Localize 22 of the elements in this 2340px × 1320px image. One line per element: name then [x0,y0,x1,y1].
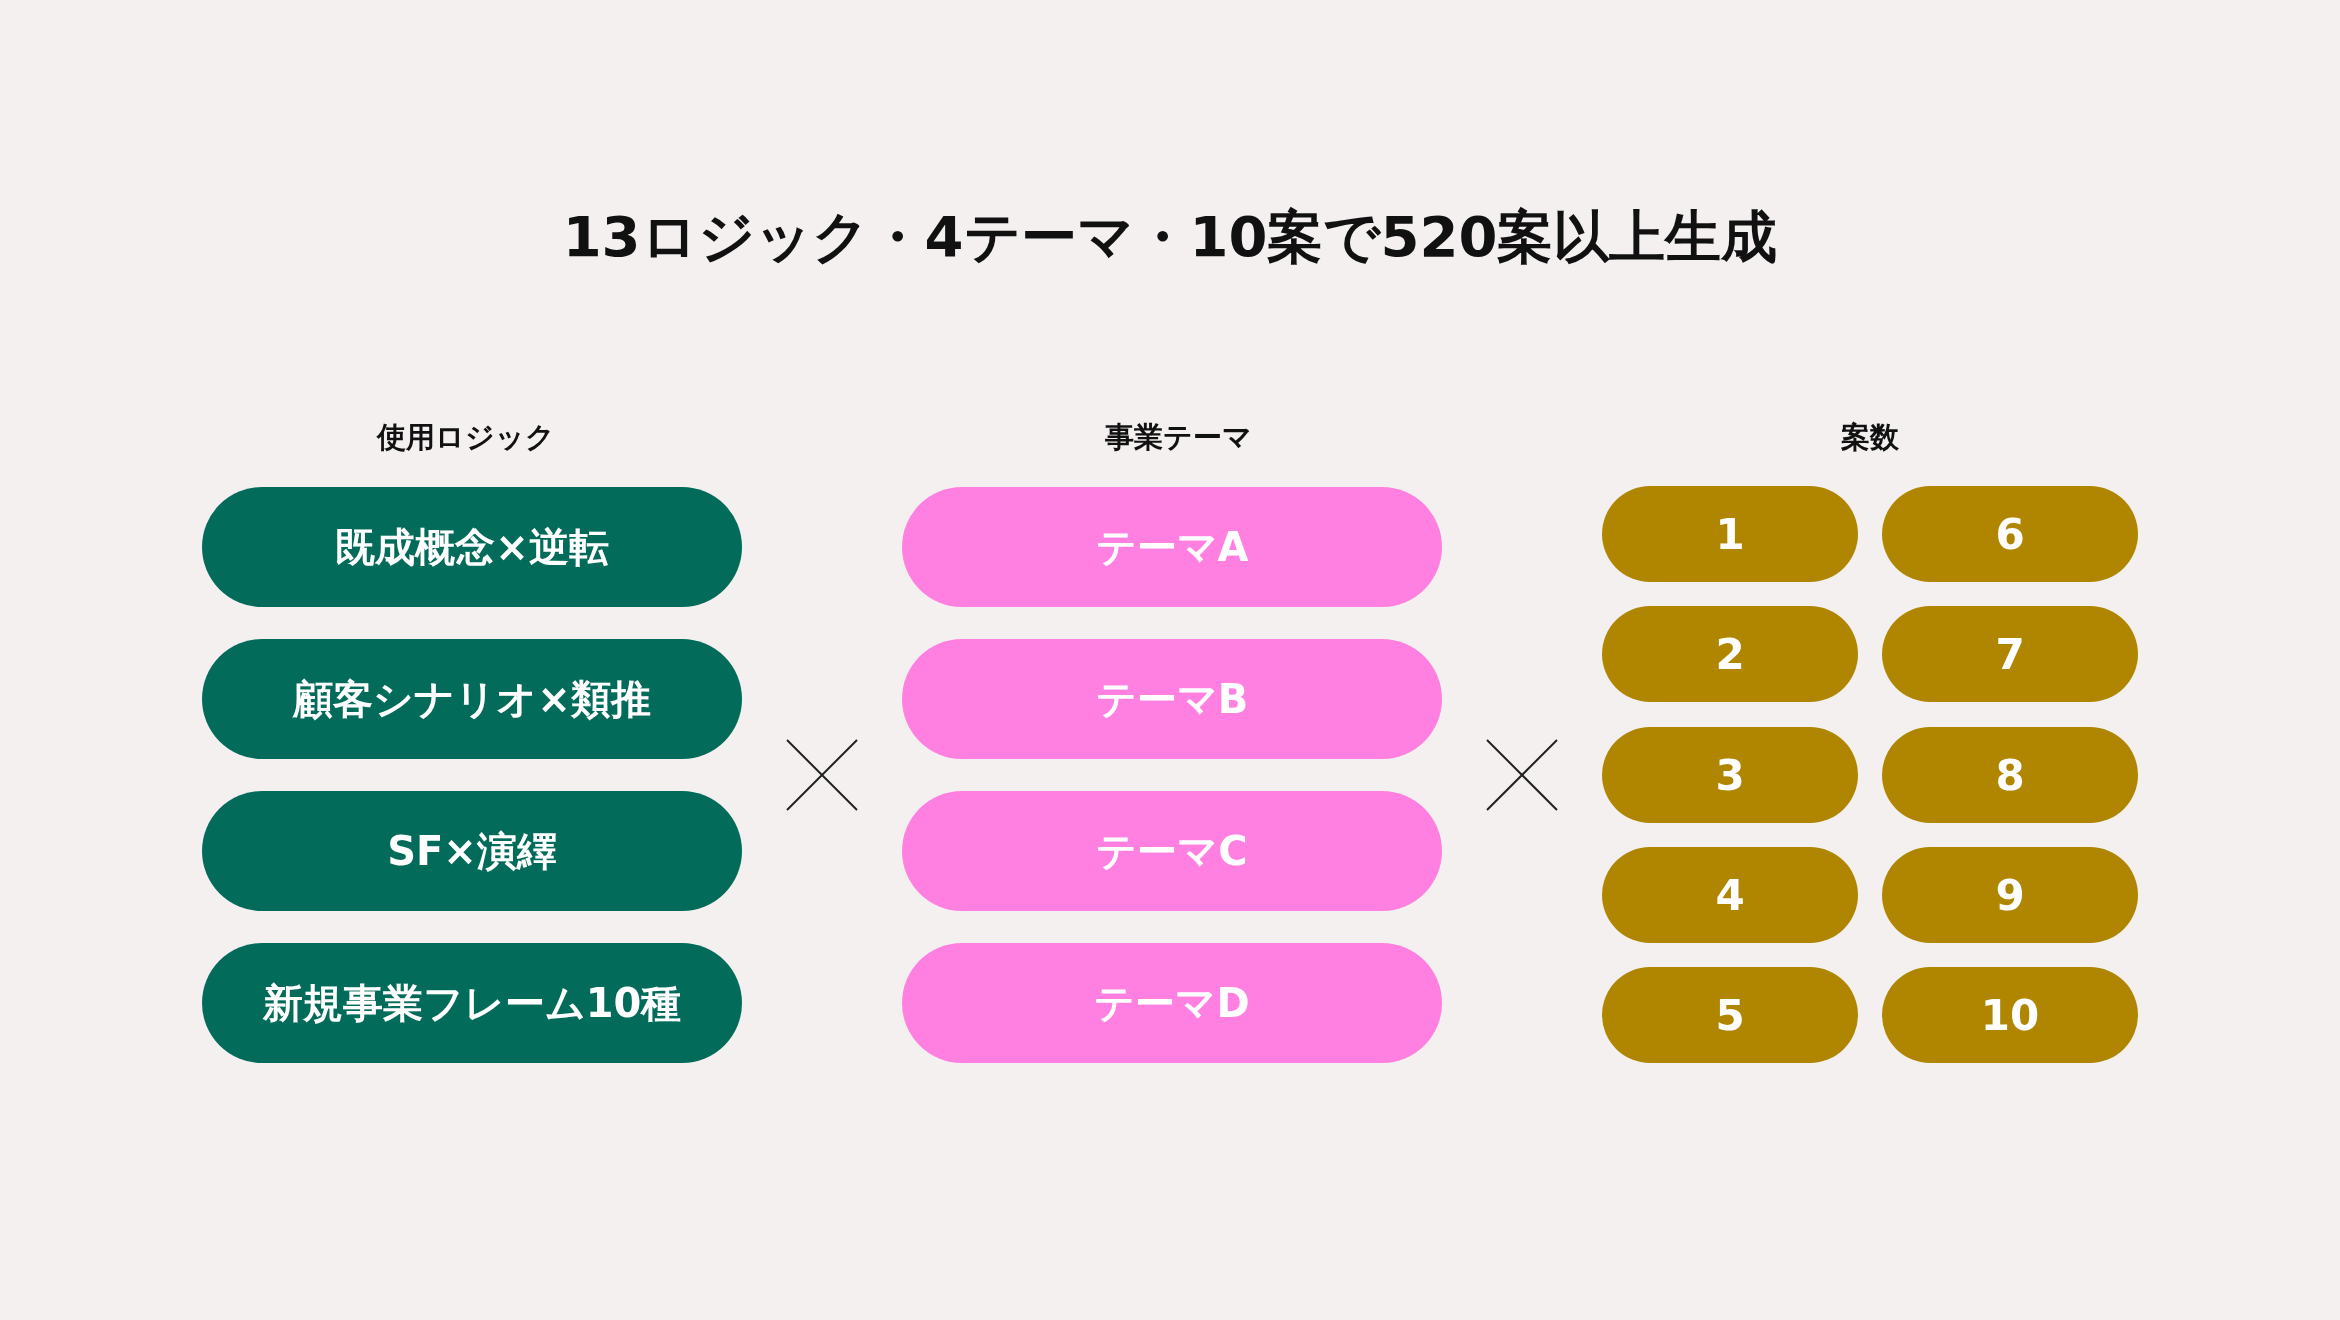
pill-label: 7 [1995,629,2025,679]
pill-label: 6 [1995,509,2025,559]
pill-label: テーマC [1096,826,1248,876]
pill-label: 新規事業フレーム10種 [262,978,682,1028]
pill-label: 9 [1995,870,2025,920]
pill-label: 8 [1995,750,2025,800]
pill-label: 既成概念×逆転 [335,522,609,572]
column-heading: 事業テーマ [1104,419,1252,456]
pill-label: 顧客シナリオ×類推 [293,674,651,724]
title: 13ロジック・4テーマ・10案で520案以上生成 [562,203,1778,271]
column-heading: 使用ロジック [377,419,555,456]
pill-label: 4 [1715,870,1745,920]
pill-label: テーマA [1095,522,1249,572]
pill-label: テーマB [1095,674,1249,724]
pill-label: 2 [1715,629,1745,679]
pill-label: 1 [1715,509,1745,559]
column-heading: 案数 [1841,419,1899,456]
pill-label: 5 [1715,990,1745,1040]
pill-label: 3 [1715,750,1745,800]
pill-label: 10 [1980,990,2040,1040]
pill-label: SF×演繹 [387,826,557,876]
pill-label: テーマD [1094,978,1250,1028]
